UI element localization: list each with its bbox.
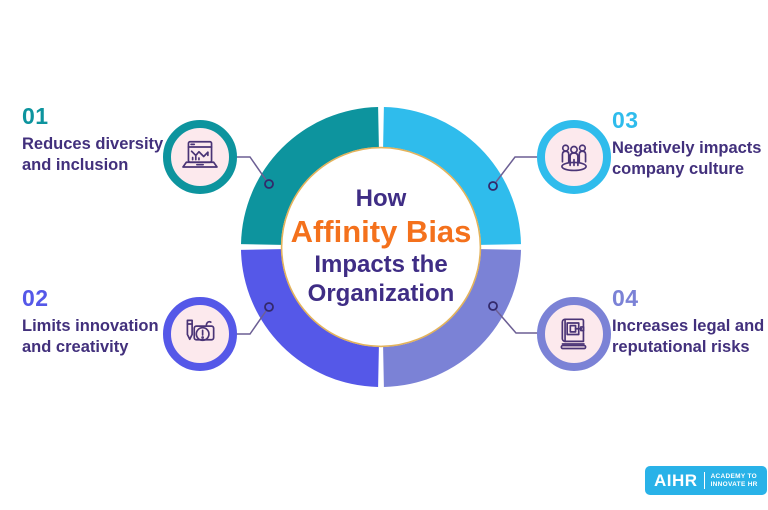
item-01-label: Reduces diversity and inclusion [22,135,164,174]
aihr-logo-brand: AIHR [654,470,698,490]
logo-divider [703,472,705,489]
item-02-label: Limits innovation and creativity [22,317,159,356]
quadrant-bottom-right [383,249,521,387]
center-title-line4: Organization [307,280,455,307]
item-03-number: 03 [612,107,639,133]
quadrant-top-right [383,107,521,245]
laptop-chart-icon [179,136,221,178]
aihr-logo: AIHR ACADEMY TO INNOVATE HR [645,466,767,495]
book-gavel-icon [553,313,595,355]
center-title-highlight: Affinity Bias [290,214,472,249]
item-02-number: 02 [22,285,49,311]
donut-inner-circle [280,146,482,348]
item-03-text: 03 Negatively impacts company culture [612,107,768,180]
item-02-icon-circle [163,297,237,371]
center-title: How Affinity Bias Impacts the Organizati… [271,184,491,308]
quadrant-top-left [241,107,379,245]
item-02-text: 02 Limits innovation and creativity [22,285,182,358]
item-03-label: Negatively impacts company culture [612,139,762,178]
pencil-warning-icon [179,313,221,355]
aihr-logo-tagline: ACADEMY TO INNOVATE HR [710,472,758,488]
item-03-icon-circle [537,120,611,194]
item-04-icon-circle [537,297,611,371]
item-01-number: 01 [22,103,49,129]
item-04-label: Increases legal and reputational risks [612,317,765,356]
center-title-line1: How [355,185,407,212]
item-04-text: 04 Increases legal and reputational risk… [612,285,768,358]
center-title-line3: Impacts the [314,251,448,278]
donut-chart [241,107,521,387]
item-01-icon-circle [163,120,237,194]
people-group-icon [553,136,595,178]
item-01-text: 01 Reduces diversity and inclusion [22,103,182,176]
item-04-number: 04 [612,285,639,311]
quadrant-bottom-left [241,249,379,387]
